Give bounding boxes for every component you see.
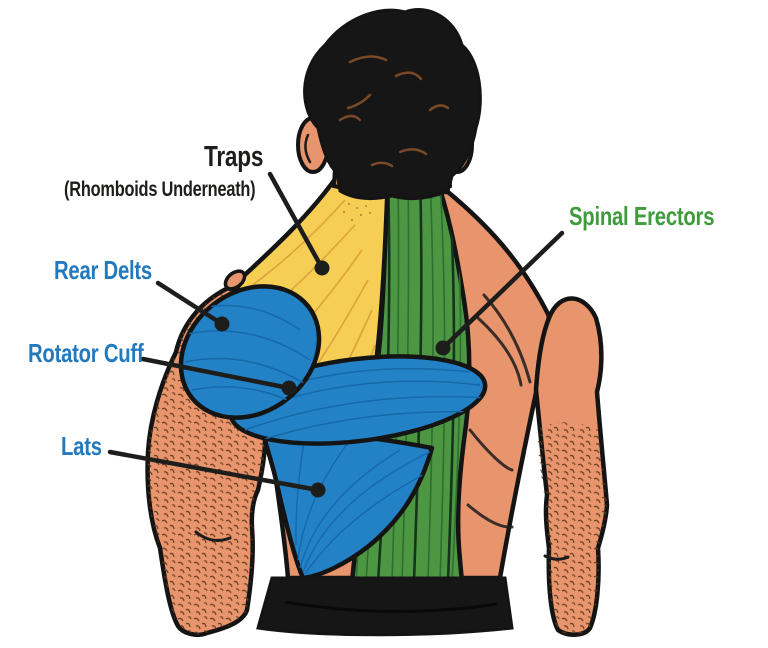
- right-arm: [533, 296, 610, 637]
- rear-delts-leader-line: [155, 280, 230, 332]
- label-spinal-erectors: Spinal Erectors: [569, 201, 715, 231]
- leader-lines: [107, 171, 565, 498]
- hair: [303, 8, 482, 201]
- head: [296, 8, 482, 201]
- label-traps: Traps: [204, 141, 264, 173]
- lats-muscle: [259, 425, 435, 581]
- label-lats: Lats: [61, 431, 102, 461]
- shoulder-bump: [223, 269, 247, 291]
- right-arm-hair: [536, 422, 607, 635]
- rotator-cuff-leader-line: [140, 356, 297, 396]
- right-elbow-crease: [543, 554, 570, 561]
- hair-strands: [338, 55, 450, 168]
- left-elbow-crease: [194, 530, 232, 542]
- waistband: [256, 576, 514, 637]
- traps-leader-line: [267, 171, 330, 276]
- label-traps-subtext: (Rhomboids Underneath): [64, 178, 256, 201]
- spinal-erectors-leader-line: [435, 230, 565, 356]
- label-rear-delts: Rear Delts: [54, 255, 152, 285]
- lats-leader-line: [107, 449, 326, 498]
- left-ear-line: [304, 133, 312, 164]
- label-rotator-cuff: Rotator Cuff: [28, 338, 144, 368]
- back-contour-lines: [466, 293, 532, 529]
